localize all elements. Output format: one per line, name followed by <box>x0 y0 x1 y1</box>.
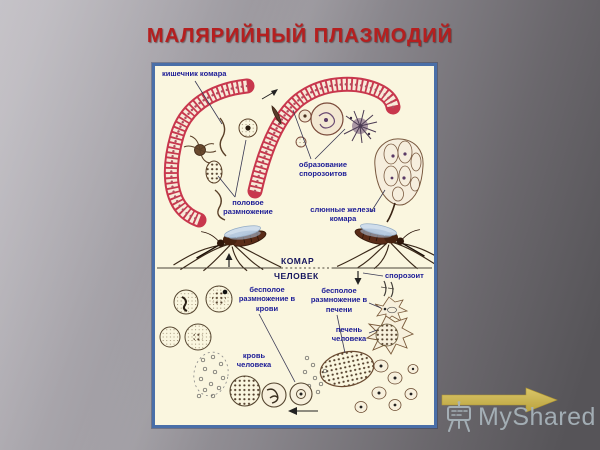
label-human-liver: печень человека <box>331 325 367 344</box>
ookinete-oocysts-drawing <box>261 89 344 148</box>
label-human-zone: ЧЕЛОВЕК <box>274 271 319 281</box>
next-slide-arrow[interactable] <box>438 384 563 416</box>
zone-divider-line <box>157 253 432 285</box>
salivary-glands-drawing <box>374 138 424 223</box>
label-asexual-blood: бесполое размножение в крови <box>238 285 296 313</box>
label-mosquito-zone: КОМАР <box>281 256 315 266</box>
page-title: МАЛЯРИЙНЫЙ ПЛАЗМОДИЙ <box>146 25 454 47</box>
myshared-logo[interactable]: MyShared <box>444 400 596 434</box>
sporozoites-drawing <box>380 280 395 298</box>
label-sporozoite: спорозоит <box>385 271 424 280</box>
label-asexual-liver: бесполое размножение в печени <box>310 286 368 314</box>
blood-cells-drawing <box>159 285 318 415</box>
mosquito-gut-right-drawing <box>247 76 401 199</box>
leader-lines <box>194 80 386 383</box>
projector-screen-icon <box>447 401 471 432</box>
sporozoite-release-drawing <box>343 109 378 144</box>
label-sexual-reproduction: половое размножение <box>223 198 273 217</box>
life-cycle-diagram: кишечник комара образование спорозоитов … <box>152 63 437 428</box>
label-human-blood: кровь человека <box>236 351 272 370</box>
watermark-area: MyShared <box>441 387 595 438</box>
liver-cells-drawing <box>365 296 415 355</box>
life-cycle-drawing <box>157 76 434 415</box>
exflagellation-drawing <box>183 135 217 164</box>
mosquito-right-drawing <box>336 220 434 270</box>
label-mosquito-gut: кишечник комара <box>162 69 227 78</box>
watermark-text: MyShared <box>478 402 596 431</box>
mosquito-gut-left-drawing <box>163 78 255 228</box>
liver-schizont-drawing <box>300 350 419 413</box>
label-sporozoite-formation: образование спорозоитов <box>298 160 348 179</box>
gametes-drawing <box>183 117 258 221</box>
label-salivary-glands: слюнные железы комара <box>310 205 376 224</box>
